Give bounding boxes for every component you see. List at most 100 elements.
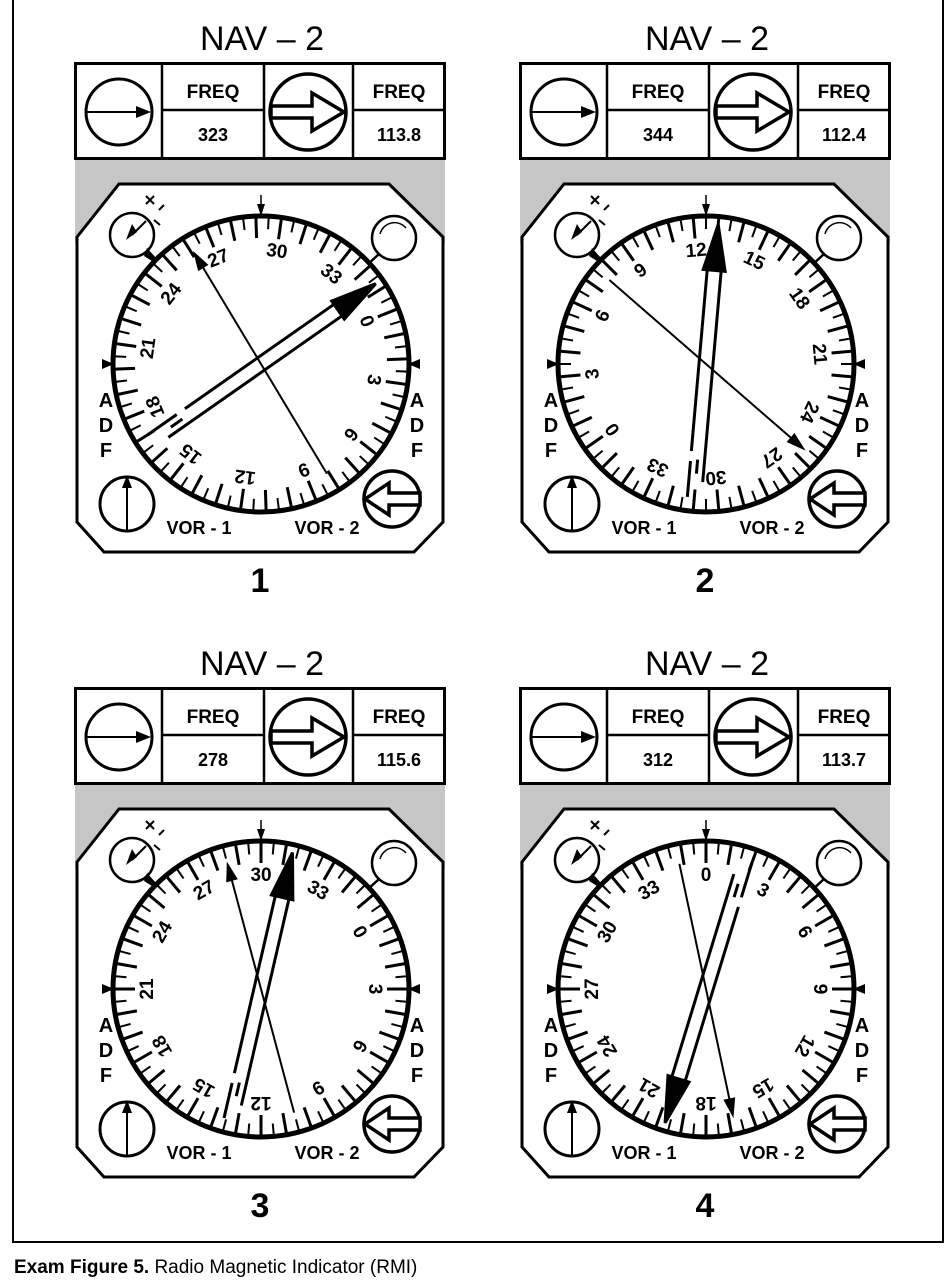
compass-tick [186, 1097, 200, 1117]
compass-tick [691, 489, 697, 510]
compass-tick [655, 226, 661, 238]
right-index-marker [408, 359, 420, 369]
compass-tick [115, 975, 127, 979]
compass-tick [217, 224, 223, 236]
compass-tick [573, 1045, 585, 1052]
compass-tick [585, 279, 604, 293]
compass-tick [368, 275, 379, 284]
compass-tick [115, 999, 127, 1003]
compass-tick [239, 488, 245, 509]
compass-tick [585, 1065, 596, 1074]
compass-tick [601, 452, 618, 469]
freq-value-2: 113.7 [822, 750, 866, 770]
compass-tick [380, 296, 392, 304]
compass-tick [271, 843, 275, 855]
compass-tick [611, 876, 627, 894]
compass-tick [140, 904, 151, 913]
vor2-needle-icon [806, 1094, 867, 1154]
left-index-marker [102, 359, 114, 369]
compass-tick [125, 409, 145, 421]
double-needle-icon [268, 697, 348, 777]
compass-tick [160, 462, 170, 472]
right-index-marker [408, 984, 420, 994]
compass-tick [728, 220, 733, 232]
warning-flag-icon [810, 214, 863, 267]
compass-tick [356, 894, 374, 910]
compass-tick [128, 1045, 140, 1052]
compass-tick [782, 1099, 791, 1110]
compass-tick [116, 962, 138, 969]
compass-tick [204, 228, 216, 248]
compass-tick [794, 452, 811, 469]
compass-tick [118, 330, 130, 335]
compass-tick [140, 1065, 151, 1074]
compass-tick [573, 415, 593, 428]
freq-label-1: FREQ [187, 82, 240, 103]
freq-label-2: FREQ [818, 82, 871, 103]
compass-tick [642, 477, 655, 497]
vor-needle [663, 862, 754, 1124]
compass-tick [691, 218, 697, 239]
compass-tick [209, 1106, 220, 1127]
compass-tick [115, 355, 127, 358]
compass-tick [840, 999, 852, 1003]
compass-tick [344, 456, 360, 474]
compass-tick [808, 269, 819, 278]
compass-tick [299, 492, 305, 504]
compass-tick [601, 259, 618, 276]
compass-tick [642, 231, 655, 251]
compass-tick [814, 1050, 834, 1064]
compass-tick [395, 370, 407, 373]
compass-tick [578, 914, 598, 928]
heading-set-knob-icon [108, 820, 165, 884]
compass-tick [561, 1009, 583, 1016]
instrument-3-title: NAV – 2 [199, 645, 325, 683]
compass-tick [337, 868, 346, 879]
compass-tick [380, 401, 401, 411]
compass-tick [631, 1097, 645, 1117]
compass-tick [560, 349, 581, 355]
compass-tick [123, 937, 144, 948]
compass-tick [302, 1106, 313, 1127]
compass-tick [355, 1083, 365, 1093]
compass-tick [829, 1009, 851, 1016]
compass-tick [355, 885, 365, 895]
compass-tick [831, 349, 852, 355]
45-index-marker [144, 248, 157, 261]
compass-tick [585, 904, 596, 913]
compass-tick [667, 847, 673, 859]
caption-label: Exam Figure 5. [14, 1257, 150, 1278]
adf-label-right: ADF [854, 390, 870, 462]
compass-tick [385, 380, 406, 386]
compass-tick [121, 402, 133, 408]
compass-tick [578, 1050, 598, 1064]
compass-tick [832, 313, 844, 319]
compass-tick [277, 219, 283, 240]
compass-tick [654, 1106, 665, 1127]
vor2-label: VOR - 2 [294, 518, 359, 538]
compass-tick [816, 904, 827, 913]
compass-tick [276, 497, 280, 510]
compass-tick [382, 1045, 394, 1052]
compass-tick [281, 844, 288, 866]
compass-tick [751, 490, 757, 502]
compass-label: 30 [250, 865, 271, 886]
freq-label-1: FREQ [632, 707, 685, 728]
compass-tick [115, 366, 136, 371]
45-index-marker [589, 873, 602, 886]
compass-label: 12 [250, 1092, 271, 1113]
compass-tick [564, 1022, 576, 1028]
compass-label: 12 [233, 465, 257, 489]
heading-set-knob-icon [553, 195, 610, 259]
compass-tick [234, 844, 241, 866]
compass-tick [827, 324, 848, 333]
compass-label: 0 [701, 865, 712, 886]
compass-tick [386, 357, 407, 362]
compass-tick [191, 474, 204, 494]
compass-tick [838, 337, 850, 342]
compass-tick [737, 485, 746, 506]
compass-tick [602, 1083, 612, 1093]
compass-tick [352, 256, 362, 266]
compass-tick [832, 409, 844, 415]
